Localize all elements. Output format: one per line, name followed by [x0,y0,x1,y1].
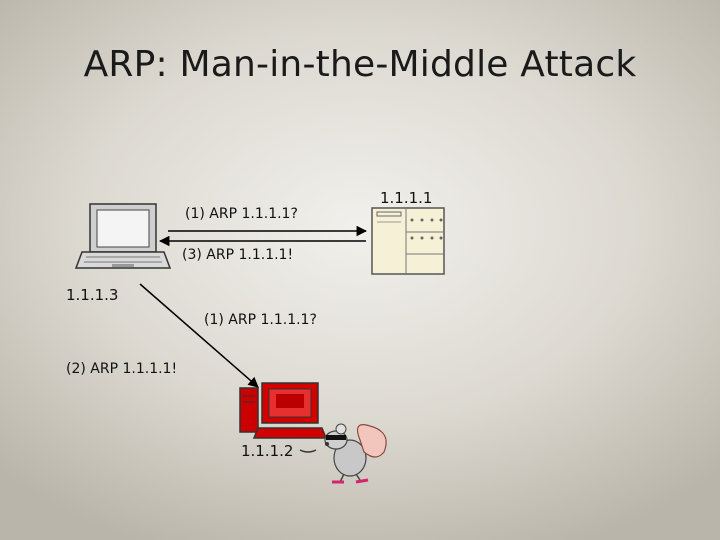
arp-reply-label: (3) ARP 1.1.1.1! [182,247,294,263]
attacker-pc-icon [239,382,328,439]
arp-request-label-top: (1) ARP 1.1.1.1? [185,206,298,222]
rat-thief-icon [299,423,387,484]
arp-request-label-attacker: (1) ARP 1.1.1.1? [204,312,317,328]
victim-ip-label: 1.1.1.3 [66,286,119,304]
server-ip-label: 1.1.1.1 [380,189,433,207]
arrow-arp-request-to-attacker [139,283,259,388]
arp-spoof-label: (2) ARP 1.1.1.1! [66,361,178,377]
server-icon [371,207,445,275]
victim-laptop-icon [74,203,172,269]
slide-title: ARP: Man-in-the-Middle Attack [83,44,637,85]
attacker-ip-label: 1.1.1.2 [241,442,294,460]
